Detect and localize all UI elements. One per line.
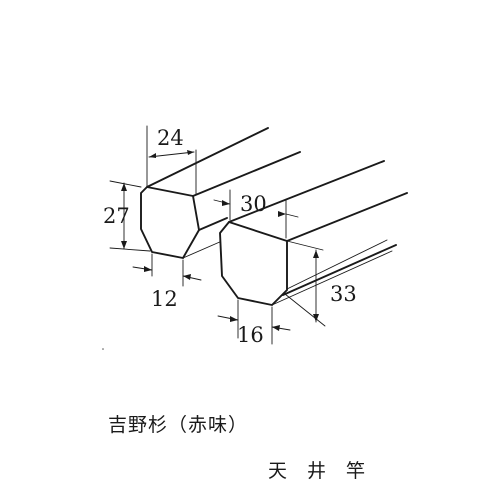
right-rod-bevel-edge [286,239,388,290]
right-rod-end-face [219,221,288,306]
right-height-dimension: 33 [284,240,357,327]
left-height-label: 27 [103,204,130,228]
left-height-dimension: 27 [103,180,151,252]
left-width-dimension: 24 [146,125,197,196]
speck-mark [102,348,104,350]
right-rod-side-edge [282,244,397,296]
left-rod-side-edge [198,217,228,231]
right-rod [219,160,408,306]
left-bottom-dimension: 12 [132,253,202,311]
right-height-label: 33 [330,282,357,306]
left-rod-top-right-edge [192,151,301,197]
left-rod-end-face [140,186,200,259]
right-bottom-dimension: 16 [217,299,291,347]
right-bottom-label: 16 [237,323,264,347]
right-rod-top-back-edge [228,160,385,223]
left-rod [140,127,301,259]
product-name-caption: 天井竿 [268,460,386,482]
left-width-label: 24 [157,126,184,150]
right-rod-top-right-edge [286,192,408,242]
right-rod-bottom-edge [271,250,393,306]
left-rod-top-back-edge [146,127,269,188]
right-width-label: 30 [240,192,267,216]
right-width-dimension: 30 [213,189,299,239]
left-rod-bottom-edge [182,240,223,259]
left-rod-chamfer-line [151,251,184,259]
left-bottom-label: 12 [151,287,178,311]
material-caption: 吉野杉（赤味） [108,414,249,436]
